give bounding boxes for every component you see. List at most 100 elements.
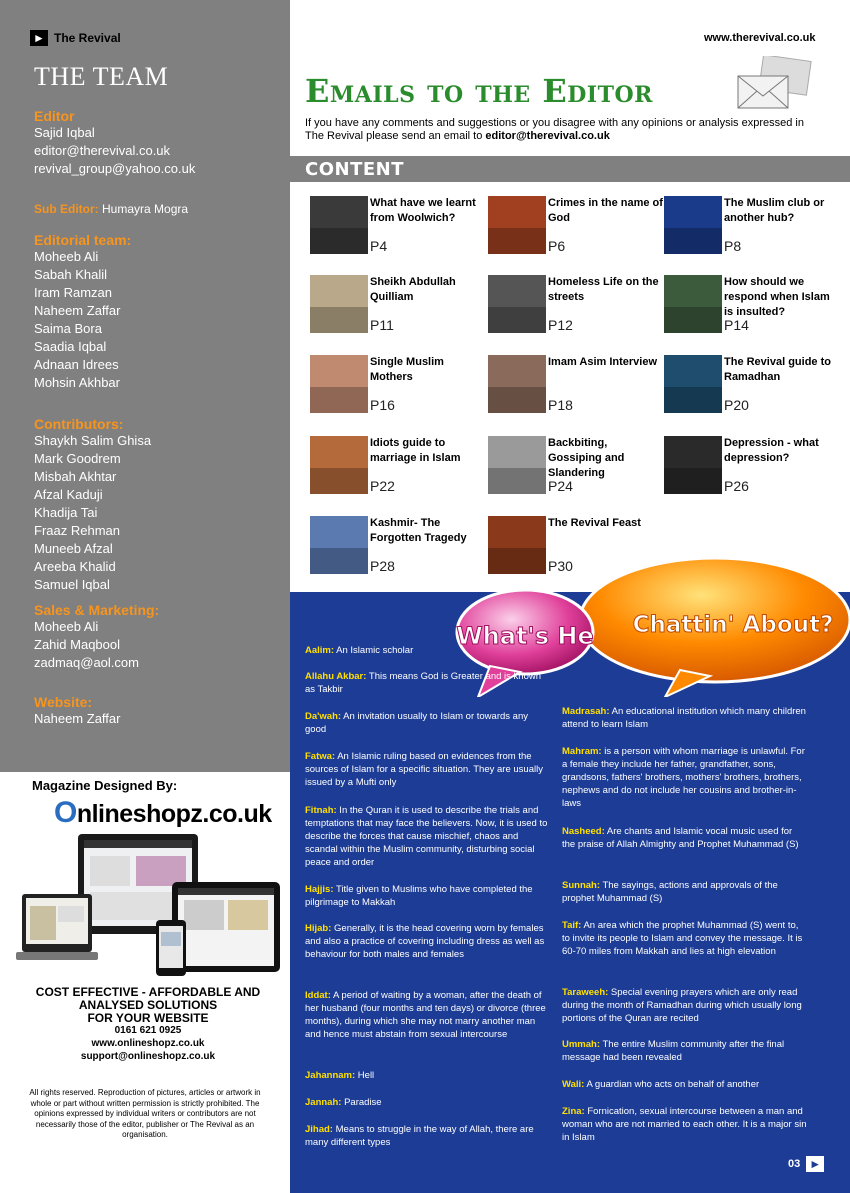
glossary-term: Nasheed:	[562, 826, 605, 837]
content-item[interactable]: What have we learnt from Woolwich? P4	[310, 196, 485, 262]
emails-title: Emails to the Editor	[305, 72, 653, 110]
editor-email-alt[interactable]: revival_group@yahoo.co.uk	[34, 161, 196, 176]
glossary-entry: Wali: A guardian who acts on behalf of a…	[562, 1078, 807, 1091]
article-title[interactable]: What have we learnt from Woolwich?	[370, 197, 476, 224]
article-title[interactable]: Crimes in the name of God	[548, 197, 663, 224]
sales-contact-3[interactable]: zadmaq@aol.com	[34, 655, 139, 670]
article-title[interactable]: The Revival Feast	[548, 517, 641, 529]
article-title[interactable]: The Muslim club or another hub?	[724, 197, 825, 224]
website-section: Website: Naheem Zaffar	[34, 694, 284, 728]
glossary-term: Allahu Akbar:	[305, 671, 367, 682]
advert-email[interactable]: support@onlineshopz.co.uk	[80, 1051, 216, 1062]
article-title[interactable]: Idiots guide to marriage in Islam	[370, 437, 461, 464]
article-thumbnail[interactable]	[488, 196, 546, 254]
glossary-term: Jahannam:	[305, 1070, 356, 1081]
glossary-definition: An area which the prophet Muhammad (S) w…	[562, 920, 803, 957]
content-item[interactable]: How should we respond when Islam is insu…	[664, 275, 839, 341]
article-thumbnail[interactable]	[310, 355, 368, 413]
chat-bubbles: What's He Chattin' About?	[455, 556, 850, 697]
glossary-definition: Paradise	[341, 1097, 382, 1108]
brand-name: The Revival	[54, 31, 121, 45]
article-title[interactable]: Imam Asim Interview	[548, 356, 658, 368]
onlineshopz-logo[interactable]: Onlineshopz.co.uk	[54, 796, 272, 830]
glossary-term: Da'wah:	[305, 711, 342, 722]
article-thumbnail[interactable]	[664, 196, 722, 254]
content-item[interactable]: Depression - what depression?P26	[664, 436, 839, 502]
glossary-entry: Allahu Akbar: This means God is Greater …	[305, 670, 550, 696]
glossary-entry: Da'wah: An invitation usually to Islam o…	[305, 710, 550, 736]
glossary-term: Fitnah:	[305, 805, 337, 816]
glossary-entry: Jihad: Means to struggle in the way of A…	[305, 1123, 550, 1149]
article-thumbnail[interactable]	[488, 436, 546, 494]
article-page: P18	[548, 397, 573, 413]
glossary-term: Aalim:	[305, 645, 335, 656]
sales-contact-1: Moheeb Ali	[34, 619, 99, 634]
article-title[interactable]: Depression - what depression?	[724, 437, 819, 464]
arrow-right-icon[interactable]: ►	[806, 1156, 825, 1172]
editor-name: Sajid Iqbal	[34, 125, 95, 140]
glossary-term: Mahram:	[562, 746, 602, 757]
glossary-entry: Ummah: The entire Muslim community after…	[562, 1038, 807, 1064]
designed-by: Magazine Designed By:	[32, 778, 178, 793]
glossary-term: Hajjis:	[305, 884, 334, 895]
sub-editor-name: Humayra Mogra	[102, 202, 189, 216]
glossary-definition: Special evening prayers which are only r…	[562, 987, 802, 1024]
site-url[interactable]: www.therevival.co.uk	[704, 32, 816, 44]
article-thumbnail[interactable]	[664, 436, 722, 494]
article-page: P22	[370, 478, 395, 494]
emails-address[interactable]: editor@therevival.co.uk	[485, 130, 610, 142]
website-heading: Website:	[34, 694, 93, 710]
content-title: CONTENT	[305, 159, 404, 180]
contributor-9: Samuel Iqbal	[34, 577, 110, 592]
glossary-definition: is a person with whom marriage is unlawf…	[562, 746, 805, 809]
advert-website[interactable]: www.onlineshopz.co.uk	[91, 1038, 205, 1049]
editor-email[interactable]: editor@therevival.co.uk	[34, 143, 171, 158]
contributor-4: Afzal Kaduji	[34, 487, 103, 502]
article-thumbnail[interactable]	[664, 355, 722, 413]
article-thumbnail[interactable]	[310, 196, 368, 254]
article-title[interactable]: Sheikh Abdullah Quilliam	[370, 276, 456, 303]
article-thumbnail[interactable]	[664, 275, 722, 333]
article-title[interactable]: Backbiting, Gossiping and Slandering	[548, 437, 625, 479]
bubble-text-2: Chattin' About?	[633, 612, 834, 638]
logo-o: O	[54, 796, 77, 829]
glossary-entry: Fitnah: In the Quran it is used to descr…	[305, 804, 550, 869]
article-thumbnail[interactable]	[310, 436, 368, 494]
editor-section: Editor Sajid Iqbal editor@therevival.co.…	[34, 108, 284, 178]
glossary-entry: Taraweeh: Special evening prayers which …	[562, 986, 807, 1025]
cost-line-2: ANALYSED SOLUTIONS	[78, 998, 218, 1012]
team-title: THE TEAM	[34, 62, 169, 91]
article-title[interactable]: How should we respond when Islam is insu…	[724, 276, 830, 318]
article-thumbnail[interactable]	[488, 275, 546, 333]
article-title[interactable]: Homeless Life on the streets	[548, 276, 659, 303]
article-title[interactable]: The Revival guide to Ramadhan	[724, 356, 831, 383]
article-thumbnail[interactable]	[310, 516, 368, 574]
glossary-definition: In the Quran it is used to describe the …	[305, 805, 548, 868]
article-thumbnail[interactable]	[310, 275, 368, 333]
glossary-definition: This means God is Greater and is known a…	[305, 671, 542, 695]
content-item[interactable]: The Muslim club or another hub?P8	[664, 196, 839, 262]
logo-text: nlineshopz.co.uk	[76, 800, 272, 828]
article-page: P14	[724, 317, 749, 333]
page-number: 03 ►	[788, 1156, 825, 1172]
article-title[interactable]: Single Muslim Mothers	[370, 356, 444, 383]
glossary-definition: Means to struggle in the way of Allah, t…	[305, 1124, 534, 1148]
article-thumbnail[interactable]	[488, 355, 546, 413]
article-thumbnail[interactable]	[488, 516, 546, 574]
article-page: P4	[370, 238, 388, 254]
glossary-term: Zina:	[562, 1106, 585, 1117]
article-title[interactable]: Kashmir- The Forgotten Tragedy	[370, 517, 467, 544]
